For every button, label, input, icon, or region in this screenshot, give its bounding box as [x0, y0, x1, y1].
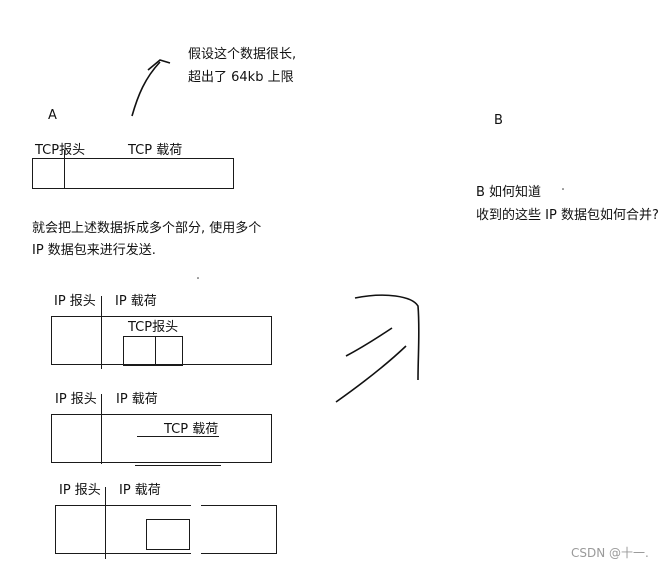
- ip-packet-box: [51, 316, 272, 365]
- split-note-line1: 就会把上述数据拆成多个部分, 使用多个: [32, 221, 262, 236]
- ip-payload-label: IP 载荷: [116, 392, 158, 407]
- stray-dot: [197, 277, 199, 279]
- ip-packet-box: [51, 414, 272, 463]
- tcp-segment-box: [32, 158, 234, 189]
- tcp-fragment-box: [123, 336, 183, 366]
- transfer-arrow-line-1: [345, 327, 393, 357]
- ip-header-divider: [101, 296, 103, 369]
- ip-payload-label: IP 载荷: [115, 294, 157, 309]
- ip-header-divider: [101, 394, 103, 464]
- ip-header-label: IP 报头: [55, 392, 97, 407]
- ip-packet-box: [55, 505, 277, 554]
- split-note-line2: IP 数据包来进行发送.: [32, 243, 156, 258]
- host-b-label: B: [494, 113, 503, 128]
- stray-dot: [562, 188, 564, 190]
- ip-header-divider: [105, 487, 107, 559]
- tcp-payload-bottom-line: [135, 465, 221, 467]
- ip-header-label: IP 报头: [54, 294, 96, 309]
- pointer-arrow-head: [147, 59, 171, 71]
- gap-mask: [191, 504, 201, 556]
- ip-header-label: IP 报头: [59, 483, 101, 498]
- tcp-header-inner-label: TCP报头: [128, 320, 179, 335]
- host-a-label: A: [48, 108, 57, 123]
- ip-payload-label: IP 载荷: [119, 483, 161, 498]
- tcp-header-label: TCP报头: [35, 143, 86, 158]
- tcp-payload-underline: [137, 436, 219, 438]
- csdn-watermark: CSDN @十一.: [571, 546, 649, 560]
- tcp-header-divider: [64, 150, 66, 189]
- long-data-note-line2: 超出了 64kb 上限: [188, 70, 294, 85]
- transfer-arrow-line-2: [335, 345, 407, 403]
- long-data-note-line1: 假设这个数据很长,: [188, 47, 297, 62]
- question-line2: 收到的这些 IP 数据包如何合并?: [476, 208, 659, 223]
- question-line1: B 如何知道: [476, 185, 542, 200]
- tcp-fragment-box: [146, 519, 190, 550]
- pointer-arrow-stroke: [131, 61, 161, 117]
- tcp-payload-label: TCP 载荷: [128, 143, 183, 158]
- tcp-fragment-divider: [155, 336, 157, 366]
- tcp-payload-inner-label: TCP 载荷: [164, 422, 219, 437]
- transfer-arrow-hook: [354, 294, 420, 381]
